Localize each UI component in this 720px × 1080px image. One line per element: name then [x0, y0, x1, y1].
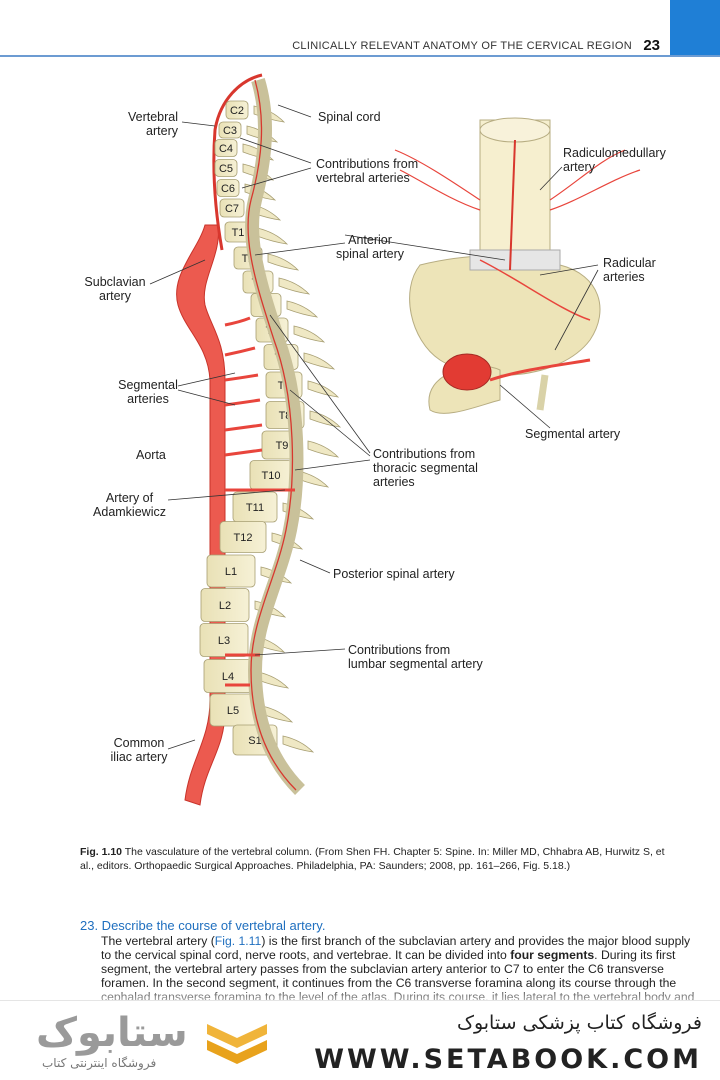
vertebral-artery-line	[212, 73, 263, 251]
label-contributions-thoracic: Contributions from thoracic segmental ar…	[373, 447, 478, 489]
vertebra-label-t1: T1	[232, 227, 245, 239]
vertebra-c7	[219, 198, 245, 218]
vertebra-l1	[206, 554, 256, 588]
caption-label: Fig. 1.10	[80, 846, 123, 858]
header-rule	[0, 55, 720, 57]
vertebra-c3	[218, 121, 242, 139]
label-anterior-spinal-artery: Anterior spinal artery	[335, 233, 405, 261]
vertebra-label-t9: T9	[276, 440, 289, 452]
vertebra-label-l3: L3	[218, 635, 230, 647]
label-aorta: Aorta	[136, 448, 166, 462]
label-segmental-artery: Segmental artery	[525, 427, 621, 441]
body-part-1: The vertebral artery (	[101, 934, 215, 948]
spinal-cord-shape	[245, 77, 306, 795]
label-subclavian-artery: Subclavian artery	[84, 275, 146, 303]
leader-lines	[149, 104, 599, 750]
label-spinal-cord: Spinal cord	[318, 110, 381, 124]
spinous-process-t6	[303, 352, 336, 370]
vertebra-c4	[214, 139, 238, 157]
spinous-process-t1	[256, 227, 289, 245]
fig-link[interactable]: Fig. 1.11	[214, 934, 262, 948]
label-radicular-arteries: Radicular arteries	[603, 256, 656, 284]
vertebra-c5	[214, 159, 238, 177]
vertebra-label-c5: C5	[219, 163, 233, 175]
setabook-logo-icon	[207, 1024, 267, 1064]
vertebra-label-c6: C6	[221, 183, 235, 195]
spinous-process-t2	[267, 253, 300, 271]
spinous-process-s1	[282, 735, 315, 753]
spinous-process-t5	[293, 325, 326, 343]
spinous-process-t4	[286, 300, 319, 318]
spinous-process-l4	[257, 671, 290, 689]
vertebra-label-c2: C2	[230, 105, 244, 117]
vertebra-label-t11: T11	[246, 502, 264, 514]
page-corner-tab	[670, 0, 720, 55]
vertebra-label-c4: C4	[219, 143, 233, 155]
vertebra-label-s1: S1	[248, 735, 261, 747]
spinous-process-t7	[307, 380, 340, 398]
label-posterior-spinal-artery: Posterior spinal artery	[333, 567, 455, 581]
body-bold: four segments	[510, 948, 595, 962]
running-head: CLINICALLY RELEVANT ANATOMY OF THE CERVI…	[292, 40, 632, 52]
vertebra-label-t12: T12	[234, 532, 253, 544]
vertebra-l2	[200, 588, 250, 622]
vertebral-column-illustration: C2C3C4C5C6C7T1T2T3T4T5T6T7T8T9T10T11T12L…	[149, 73, 641, 806]
vertebra-l3	[199, 623, 249, 657]
question-title: 23. Describe the course of vertebral art…	[80, 918, 326, 933]
label-artery-of-adamkiewicz: Artery of Adamkiewicz	[93, 491, 166, 519]
label-contributions-vertebral: Contributions from vertebral arteries	[316, 157, 419, 185]
vertebra-label-t10: T10	[262, 470, 281, 482]
vertebra-c6	[216, 179, 240, 197]
vertebra-label-l2: L2	[219, 600, 231, 612]
spinous-process-l5	[261, 705, 294, 723]
spinous-process-t10	[297, 470, 330, 488]
vertebra-c2	[225, 100, 249, 120]
cross-section-inset	[394, 117, 641, 414]
shop-name: فروشگاه کتاب پزشکی ستابوک	[456, 1012, 702, 1034]
body-part-2: ) is the first branch of the subclavian …	[101, 934, 691, 962]
page-number: 23	[643, 37, 660, 54]
anterior-spinal-artery-line	[247, 79, 297, 791]
website-url[interactable]: WWW.SETABOOK.COM	[314, 1044, 702, 1075]
setabook-logo-text: ستابوک	[36, 1010, 189, 1056]
label-vertebral-artery: Vertebral artery	[127, 110, 178, 138]
vertebra-t12	[219, 521, 267, 553]
spinous-process-t9	[307, 440, 340, 458]
vertebra-label-c7: C7	[225, 203, 239, 215]
watermark-footer	[0, 1000, 720, 1080]
label-common-iliac-artery: Common iliac artery	[110, 736, 168, 764]
label-contributions-lumbar: Contributions from lumbar segmental arte…	[348, 643, 483, 671]
vertebra-label-l5: L5	[227, 705, 239, 717]
vertebra-label-l1: L1	[225, 566, 237, 578]
figure-caption: Fig. 1.10 The vasculature of the vertebr…	[80, 845, 680, 873]
segmental-arteries	[224, 316, 295, 687]
label-segmental-arteries: Segmental arteries	[118, 378, 178, 406]
caption-text: The vasculature of the vertebral column.…	[80, 846, 665, 872]
spinous-process-t3	[278, 277, 311, 295]
label-radiculomedullary-artery: Radiculomedullary artery	[563, 146, 666, 174]
footer-divider	[0, 1000, 720, 1001]
vertebra-label-l4: L4	[222, 671, 234, 683]
vertebra-label-c3: C3	[223, 125, 237, 137]
setabook-logo-subtitle: فروشگاه اینترنتی کتاب	[42, 1056, 157, 1070]
